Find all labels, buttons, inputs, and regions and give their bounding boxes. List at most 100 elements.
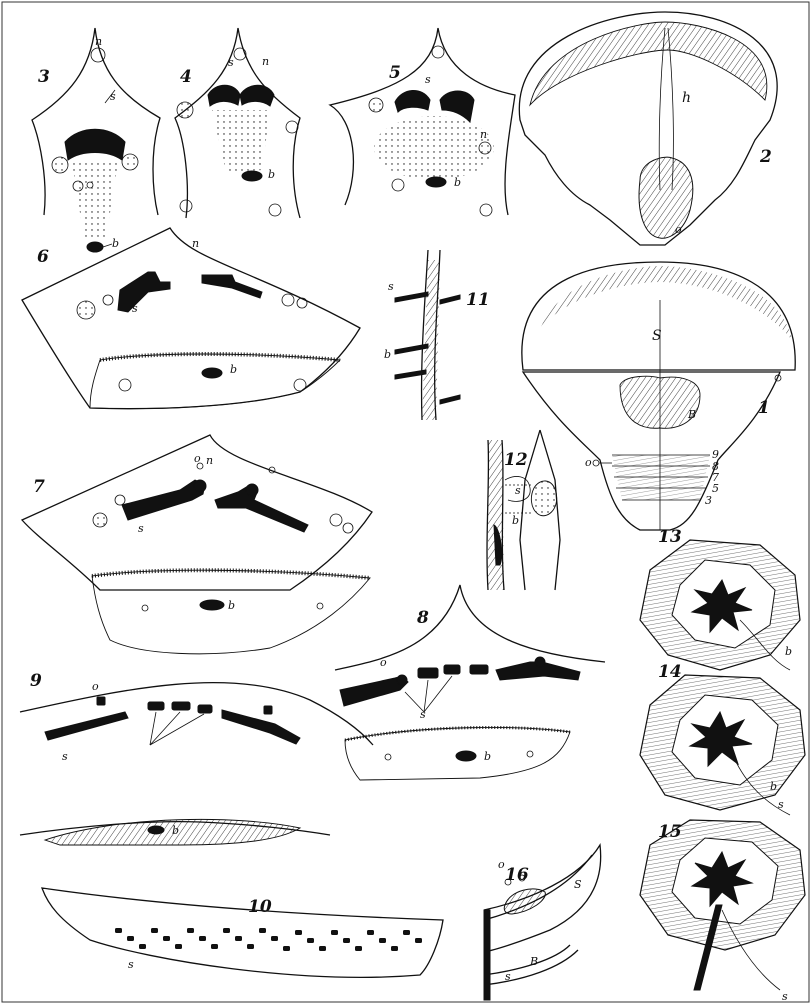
figure-16: 16 S B o s: [484, 845, 601, 1000]
figure-14-number: 14: [658, 662, 682, 682]
spiracle-mark: [283, 946, 290, 951]
figure-15: 15 s: [640, 820, 805, 1003]
figure-1-label-o: o: [585, 456, 592, 469]
figure-3-number: 3: [38, 67, 50, 87]
figure-1-number: 1: [758, 398, 770, 418]
figure-1-label-5: 5: [712, 482, 719, 495]
spiracle-mark: [331, 930, 338, 935]
spiracle-mark: [163, 936, 170, 941]
spiracle-mark: [247, 944, 254, 949]
figure-7-label-s: s: [138, 522, 144, 535]
figure-8-label-o: o: [380, 656, 387, 669]
spiracle-mark: [307, 938, 314, 943]
figure-9: 9 s b o: [20, 671, 373, 845]
figure-3-label-b: b: [112, 237, 119, 250]
spiracle-mark: [415, 938, 422, 943]
figure-12-label-b: b: [512, 514, 519, 527]
figure-7: 7 s b n o: [22, 435, 372, 654]
spiracle-mark: [175, 944, 182, 949]
figure-1: 1 S B o 9 8 7 5 3: [522, 262, 795, 530]
figure-10-label-s: s: [128, 958, 134, 971]
figure-2-label-h: h: [682, 90, 691, 106]
figure-4-label-s: s: [228, 56, 234, 69]
figure-10-spiracle-row: [115, 928, 422, 951]
figure-5-label-n: n: [480, 128, 487, 141]
figure-6: 6 s b n: [22, 228, 360, 409]
figure-9-label-b: b: [172, 824, 179, 837]
figure-2-number: 2: [759, 147, 772, 167]
figure-14-label-b: b: [770, 780, 777, 793]
figure-3: 3 s b n: [32, 28, 160, 252]
spiracle-mark: [403, 930, 410, 935]
spiracle-mark: [139, 944, 146, 949]
spiracle-mark: [151, 928, 158, 933]
figure-8: 8 s b o: [335, 585, 605, 780]
figure-4-label-n: n: [262, 55, 269, 68]
figure-12-label-s: s: [515, 484, 521, 497]
figure-16-label-b: B: [529, 955, 538, 968]
figure-5-number: 5: [389, 63, 401, 83]
spiracle-mark: [211, 944, 218, 949]
figure-4-label-b: b: [268, 168, 275, 181]
spiracle-mark: [367, 930, 374, 935]
spiracle-mark: [235, 936, 242, 941]
figure-6-label-b: b: [230, 363, 237, 376]
spiracle-mark: [295, 930, 302, 935]
figure-15-label-s: s: [782, 990, 788, 1003]
figure-7-label-b: b: [228, 599, 235, 612]
spiracle-mark: [271, 936, 278, 941]
spiracle-mark: [391, 946, 398, 951]
figure-4-number: 4: [180, 67, 192, 87]
figure-16-label-s: S: [574, 878, 582, 891]
figure-7-label-n: n: [206, 454, 213, 467]
figure-5-label-b: b: [454, 176, 461, 189]
figure-5-label-s: s: [425, 73, 431, 86]
figure-15-number: 15: [658, 822, 682, 842]
spiracle-mark: [199, 936, 206, 941]
figure-8-number: 8: [416, 608, 429, 628]
figure-13: 13 b: [640, 527, 800, 670]
spiracle-mark: [379, 938, 386, 943]
figure-9-label-o: o: [92, 680, 99, 693]
figure-16-number: 16: [505, 865, 529, 885]
figure-10: 10 s: [42, 888, 443, 977]
figure-6-label-n: n: [192, 237, 199, 250]
figure-12: 12 s b: [487, 430, 560, 590]
figure-11-number: 11: [466, 290, 490, 310]
spiracle-mark: [259, 928, 266, 933]
figure-5: 5 s b n: [330, 28, 515, 216]
figure-11-label-b: b: [384, 348, 391, 361]
figure-6-label-s: s: [132, 302, 138, 315]
figure-16-label-s2: s: [505, 970, 511, 983]
figure-4: 4 s b n: [175, 28, 300, 218]
figure-9-number: 9: [30, 671, 42, 691]
figure-7-label-o: o: [194, 452, 201, 465]
figure-11: 11 s b: [384, 250, 490, 420]
figure-8-label-b: b: [484, 750, 491, 763]
spiracle-mark: [115, 928, 122, 933]
figure-1-label-b: B: [687, 408, 696, 421]
figure-6-number: 6: [37, 247, 49, 267]
spiracle-mark: [223, 928, 230, 933]
spiracle-mark: [355, 946, 362, 951]
figure-10-number: 10: [248, 897, 272, 917]
figure-1-label-s: S: [652, 328, 662, 344]
figure-3-label-n: n: [95, 35, 102, 48]
figure-16-label-o: o: [498, 858, 505, 871]
spiracle-mark: [343, 938, 350, 943]
spiracle-mark: [319, 946, 326, 951]
figure-9-label-s: s: [62, 750, 68, 763]
figure-13-number: 13: [658, 527, 682, 547]
figure-11-label-s: s: [388, 280, 394, 293]
figure-13-label-b: b: [785, 645, 792, 658]
figure-2: 2 h o: [519, 12, 777, 245]
figure-2-label-o: o: [675, 223, 682, 236]
figure-1-label-3: 3: [705, 494, 712, 507]
spiracle-mark: [127, 936, 134, 941]
figure-12-number: 12: [504, 450, 528, 470]
figure-7-number: 7: [33, 477, 45, 497]
figure-14-label-s: s: [778, 798, 784, 811]
spiracle-mark: [187, 928, 194, 933]
figure-14: 14 s b: [640, 662, 805, 815]
